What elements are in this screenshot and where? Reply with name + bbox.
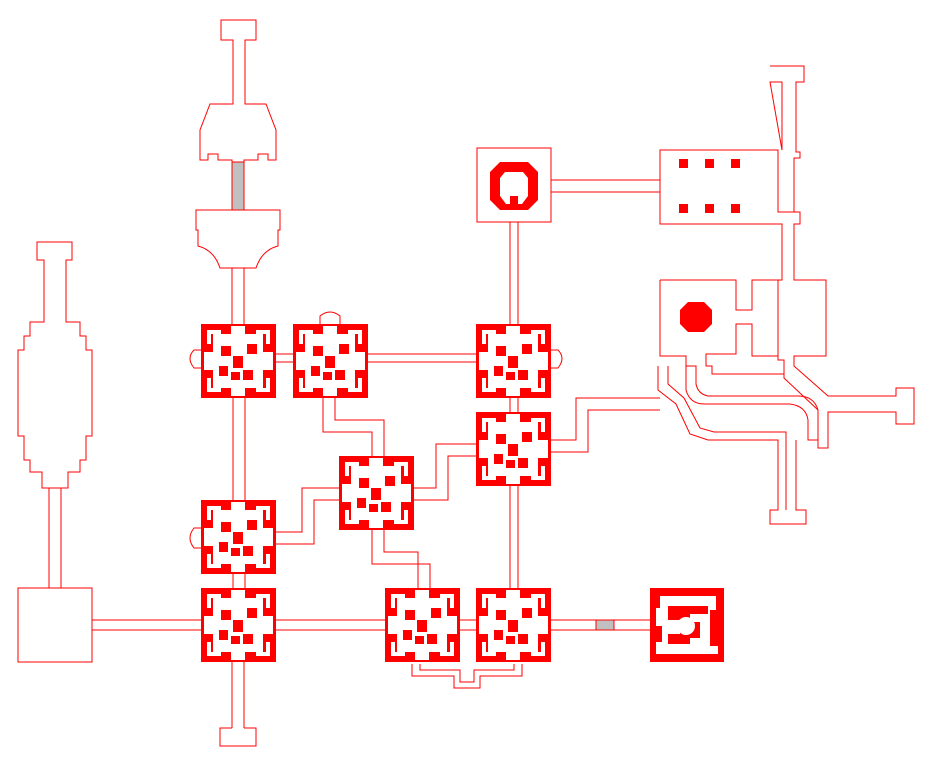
- octagon-chamber: [476, 147, 552, 223]
- cross-room-6: [201, 500, 276, 574]
- cross-room-2: [293, 324, 368, 398]
- cross-room-8: [385, 588, 460, 662]
- cross-room-9: [476, 588, 551, 662]
- east-chamber: [657, 279, 819, 525]
- cross-room-7: [201, 588, 276, 662]
- pillar-hall: [659, 65, 915, 449]
- north-tower: [195, 19, 281, 269]
- cross-room-3: [476, 324, 551, 398]
- cross-room-5: [339, 456, 414, 530]
- door-vertical: [231, 161, 245, 211]
- south-exit: [219, 727, 257, 747]
- cross-room-4: [476, 412, 551, 486]
- door-horizontal: [595, 619, 615, 631]
- corridors: [48, 179, 660, 728]
- cross-room-1: [201, 324, 276, 398]
- shrine-room: [650, 588, 724, 662]
- west-hall: [17, 241, 93, 663]
